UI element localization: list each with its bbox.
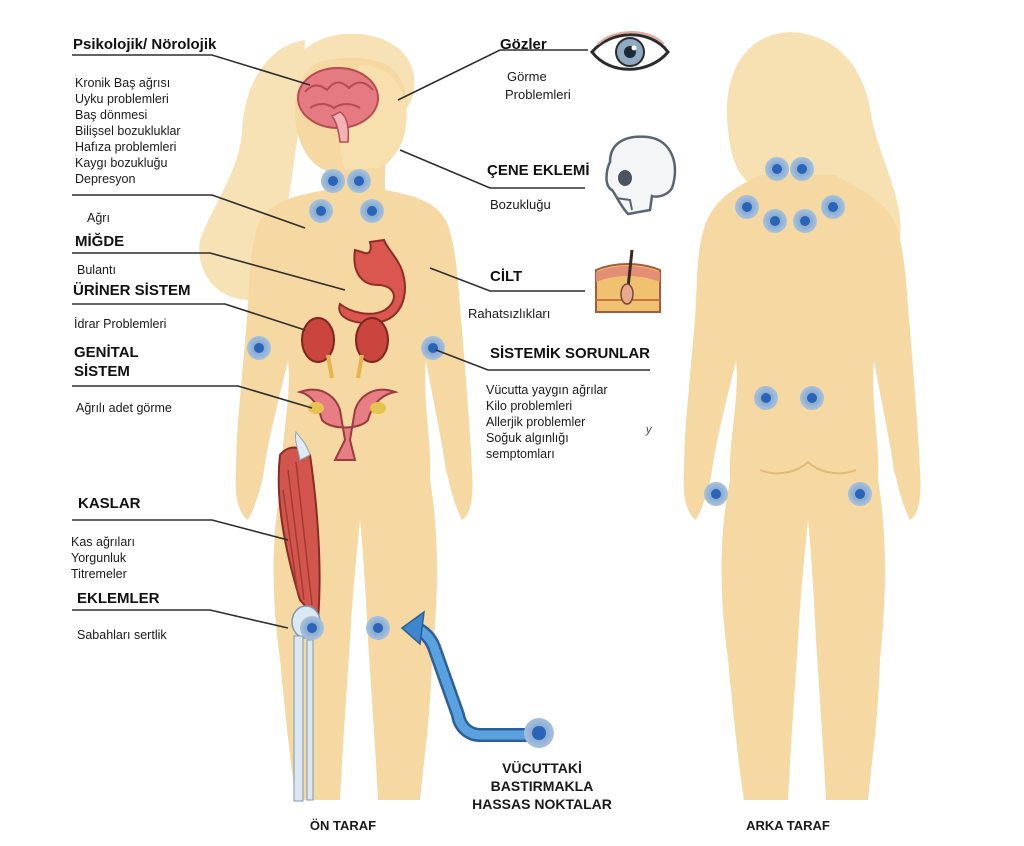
skin-title: CİLT [490,268,523,285]
systemic-item: semptomları [486,447,555,461]
back-caption: ARKA TARAF [746,818,830,833]
back-buttocks-line [759,460,857,475]
tender-point [360,199,384,223]
legend-line: BASTIRMAKLA [490,778,594,794]
tendon [295,430,311,461]
neuro-item: Depresyon [75,172,136,186]
tender-point [763,209,787,233]
neuro-item: Kaygı bozukluğu [75,156,168,170]
legend-arrow [400,610,538,742]
muscles-title: KASLAR [78,495,141,512]
eyes-title: Gözler [500,36,547,53]
tender-point [765,157,789,181]
fibula [306,639,314,801]
tender-point [309,199,333,223]
genital-item: Ağrılı adet görme [76,401,172,415]
tender-point [366,616,390,640]
muscles-items: Kas ağrıları Yorgunluk Titremeler [71,534,135,582]
neuro-title: Psikolojik/ Nörolojik [73,36,217,53]
skull-icon [605,135,677,216]
genital-title-line: GENİTAL [74,344,139,361]
tender-point [821,195,845,219]
legend-line: HASSAS NOKTALAR [472,796,612,812]
systemic-item: Soğuk algınlığı [486,431,569,445]
neuro-items: Kronik Baş ağrısı Uyku problemleri Baş d… [75,75,181,187]
legend-label: VÜCUTTAKİ BASTIRMAKLA HASSAS NOKTALAR [442,759,642,813]
urinary-item: İdrar Problemleri [74,317,167,331]
neuro-item: Bilişsel bozukluklar [75,124,181,138]
kidney-left [301,317,335,363]
systemic-item: Vücutta yaygın ağrılar [486,383,608,397]
tender-point [321,169,345,193]
back-body [683,175,921,800]
pain-item: Ağrı [87,211,110,225]
systemic-item: Kilo problemleri [486,399,573,413]
ovary-left [308,402,324,414]
jaw-item: Bozukluğu [490,197,551,212]
neuro-item: Kronik Baş ağrısı [75,76,171,90]
stomach-item: Bulantı [77,263,116,277]
brain-folds [304,81,374,110]
tender-point [347,169,371,193]
kidney-right [355,317,389,363]
tender-point [800,386,824,410]
front-caption: ÖN TARAF [309,818,377,833]
eyes-items: Görme Problemleri [505,68,571,104]
tender-point [300,616,324,640]
tender-point [793,209,817,233]
muscles-item: Yorgunluk [71,551,127,565]
stray-mark: y [646,424,652,436]
thigh-muscle-fibers [282,461,313,606]
back-figure [683,32,921,800]
genital-title-line: SİSTEM [74,363,130,380]
muscles-item: Titremeler [71,567,127,581]
systemic-item: Allerjik problemler [486,415,586,429]
tender-point [754,386,778,410]
eyes-item: Problemleri [505,87,571,102]
neuro-item: Uyku problemleri [75,92,169,106]
skin-item: Rahatsızlıkları [468,306,551,321]
muscles-item: Kas ağrıları [71,535,135,549]
eye-icon [590,31,670,71]
ovary-right [370,402,386,414]
brain-stem [330,111,350,143]
ureter-left [326,354,334,379]
neuro-item: Baş dönmesi [75,108,148,122]
genital-title: GENİTAL SİSTEM [74,343,139,381]
ureter-right [356,354,364,379]
tender-point [421,336,445,360]
legend-tender-point [524,718,554,748]
skin-layer-icon [595,249,661,313]
tender-point [247,336,271,360]
stomach-title: MİĞDE [75,233,125,250]
tender-point [704,482,728,506]
jaw-title: ÇENE EKLEMİ [487,162,590,179]
legend-line: VÜCUTTAKİ [502,760,582,776]
systemic-title: SİSTEMİK SORUNLAR [490,345,651,362]
systemic-items: Vücutta yaygın ağrılar Kilo problemleri … [486,382,608,462]
joints-item: Sabahları sertlik [77,628,167,642]
tender-points [247,157,872,640]
leader-lines [72,49,650,629]
tender-point [790,157,814,181]
neuro-item: Hafıza problemleri [75,140,177,154]
tender-point [848,482,872,506]
eyes-item: Görme [507,69,547,84]
joints-title: EKLEMLER [77,590,160,607]
tibia [293,635,304,802]
tender-point [735,195,759,219]
urinary-title: ÜRİNER SİSTEM [73,282,191,299]
